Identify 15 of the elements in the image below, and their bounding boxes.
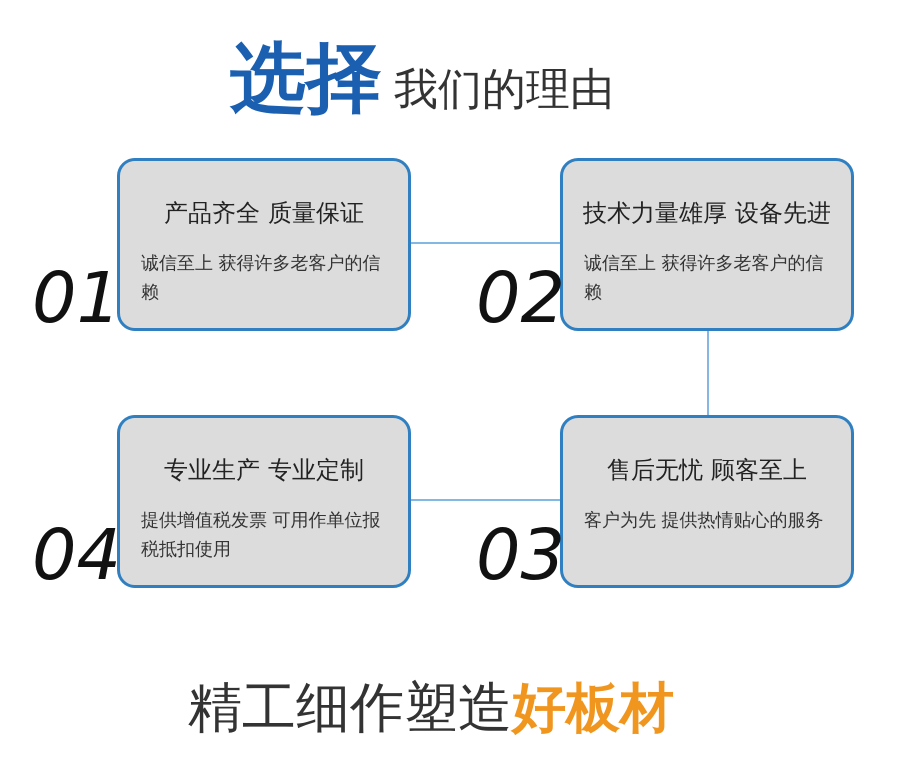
connector-line <box>707 331 709 415</box>
card-heading: 产品齐全 质量保证 <box>163 198 365 229</box>
card-text: 诚信至上 获得许多老客户的信赖 <box>584 252 825 305</box>
step-number: 04 <box>32 514 122 596</box>
card-text: 诚信至上 获得许多老客户的信赖 <box>141 252 382 305</box>
card-text: 提供增值税发票 可用作单位报税抵扣使用 <box>141 509 382 562</box>
step-number: 01 <box>32 257 122 339</box>
connector-line <box>411 242 560 244</box>
connector-line <box>411 499 560 501</box>
card-text: 客户为先 提供热情贴心的服务 <box>584 509 825 533</box>
slogan: 精工细作塑造好板材 <box>188 675 674 741</box>
card-heading: 售后无忧 顾客至上 <box>606 455 808 486</box>
title: 选择我们的理由 <box>230 32 614 124</box>
card-heading: 技术力量雄厚 设备先进 <box>582 198 832 229</box>
card-heading: 专业生产 专业定制 <box>163 455 365 486</box>
